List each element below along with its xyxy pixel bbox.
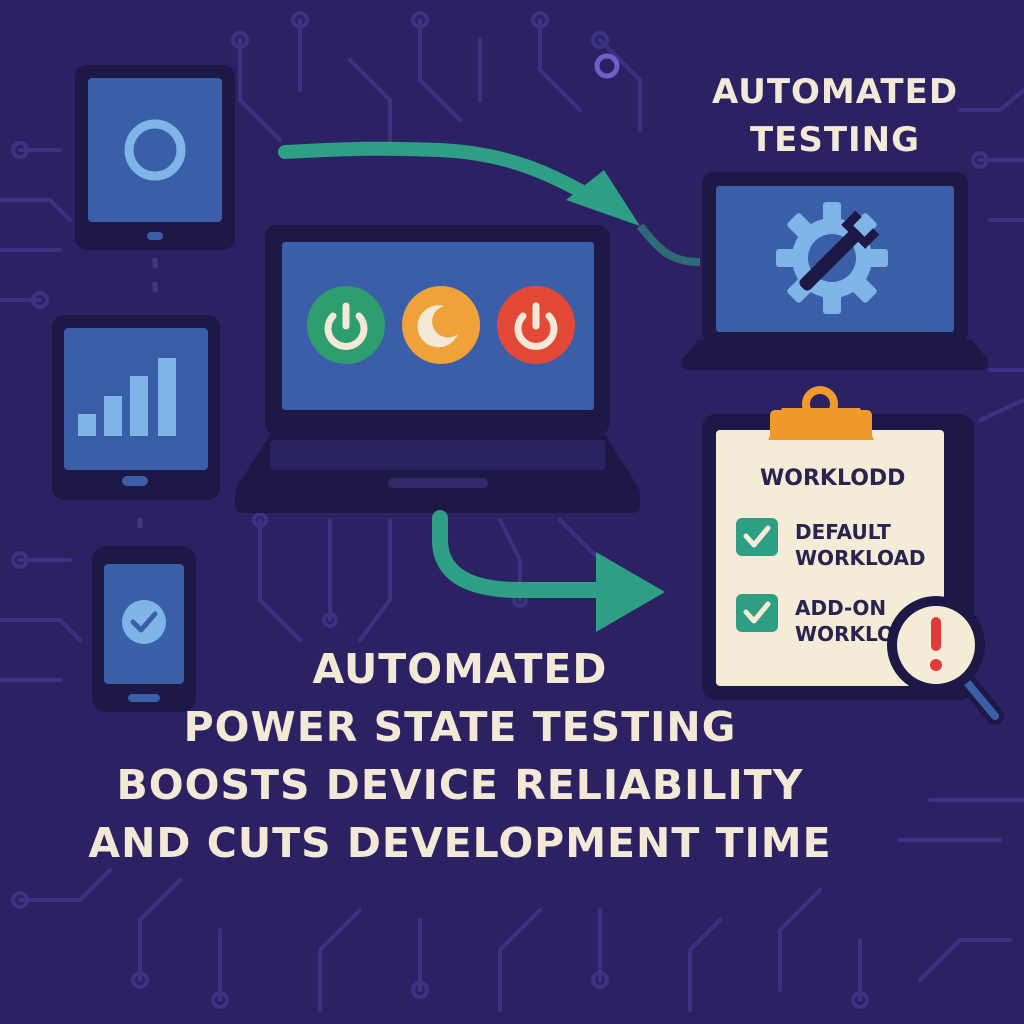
circuit-dot <box>594 53 620 79</box>
tablet-middle <box>52 315 220 500</box>
checklist-heading: WORKLODD <box>760 466 906 491</box>
phone <box>92 546 196 712</box>
checklist-item-1-line2: WORKLOAD <box>795 546 926 570</box>
check-circle-icon <box>122 600 166 644</box>
headline-line1: AUTOMATED <box>312 645 608 693</box>
gear-wrench-icon <box>776 202 888 314</box>
checklist-item-2-line1: ADD-ON <box>795 596 887 620</box>
device-connector <box>137 258 158 528</box>
tablet-top <box>75 65 235 250</box>
automated-testing-line2: TESTING <box>749 120 921 160</box>
magnifier-icon <box>887 596 1004 725</box>
headline-line3: BOOSTS DEVICE RELIABILITY <box>116 761 804 809</box>
checkbox-default-workload <box>736 518 778 556</box>
automated-testing-line1: AUTOMATED <box>711 72 959 112</box>
sleep-icon <box>402 286 480 364</box>
bar-chart-icon <box>78 358 176 436</box>
arrow-to-workload <box>432 510 665 632</box>
exclamation-icon <box>930 617 942 671</box>
arrow-to-testing <box>278 141 701 266</box>
automated-testing-title: AUTOMATED TESTING <box>690 68 980 164</box>
checkbox-add-on-workload <box>736 594 778 632</box>
power-on-icon <box>307 286 385 364</box>
headline-line4: AND CUTS DEVELOPMENT TIME <box>88 819 832 867</box>
laptop-center <box>235 225 640 513</box>
power-off-icon <box>497 286 575 364</box>
headline-line2: POWER STATE TESTING <box>183 703 737 751</box>
laptop-right <box>682 172 988 370</box>
circle-icon <box>124 119 186 181</box>
headline: AUTOMATED POWER STATE TESTING BOOSTS DEV… <box>60 640 860 872</box>
checklist-item-1-line1: DEFAULT <box>795 520 891 544</box>
circuit-background <box>0 18 1024 1012</box>
circuit-nodes <box>11 11 989 1009</box>
